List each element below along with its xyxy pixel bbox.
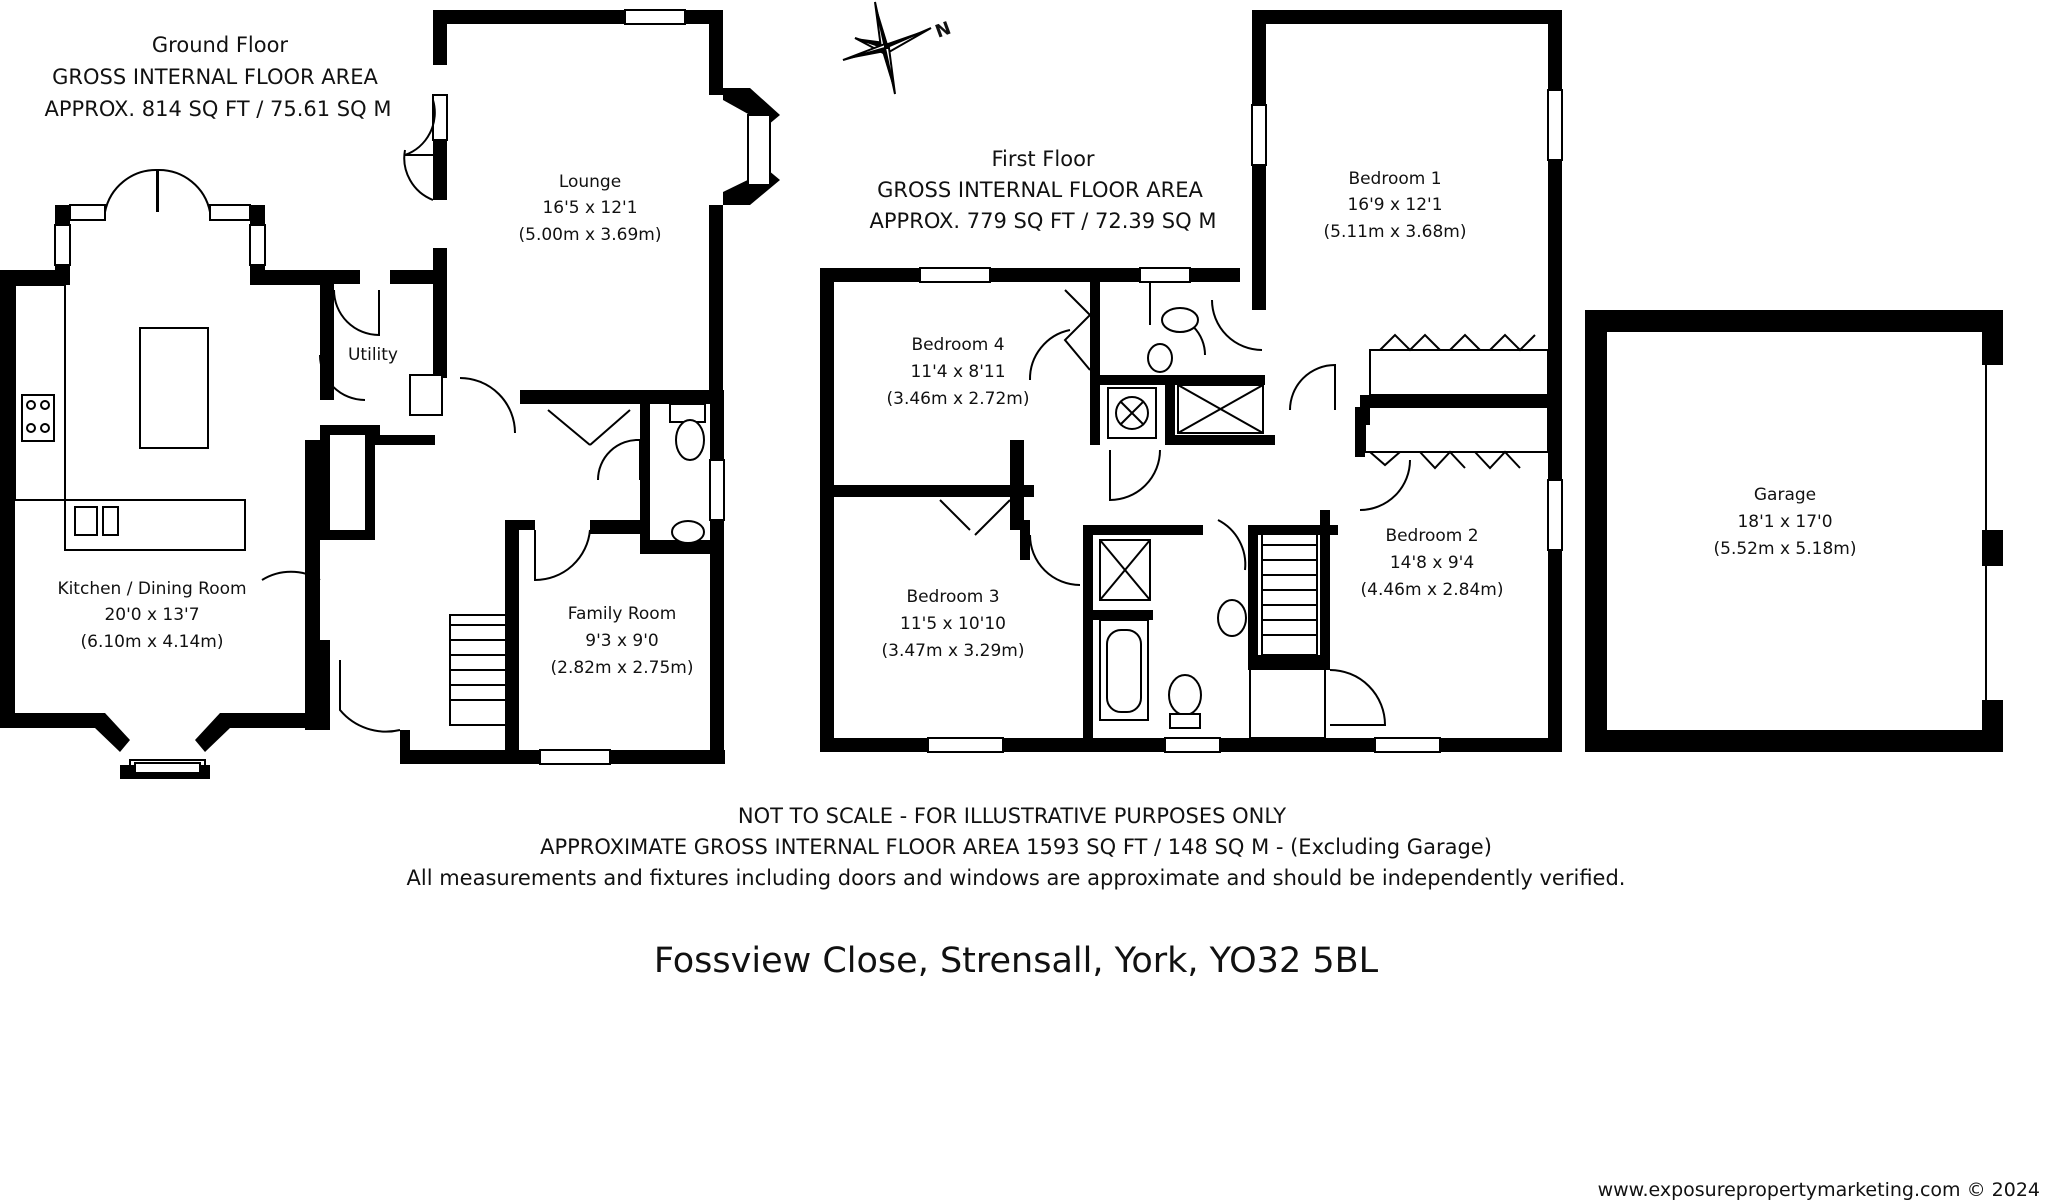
bedroom-4-metric: (3.46m x 2.72m) [887,389,1030,409]
bedroom-4-name: Bedroom 4 [911,335,1004,355]
ground-floor-area: APPROX. 814 SQ FT / 75.61 SQ M [45,97,392,121]
compass-rose-icon [842,1,932,95]
first-floor-area: APPROX. 779 SQ FT / 72.39 SQ M [870,209,1217,233]
bedroom-3-imperial: 11'5 x 10'10 [900,614,1006,634]
garage-name: Garage [1754,485,1816,505]
first-floor-title: First Floor [991,147,1094,171]
bedroom-1-name: Bedroom 1 [1348,169,1441,189]
lounge-imperial: 16'5 x 12'1 [542,198,637,218]
property-address: Fossview Close, Strensall, York, YO32 5B… [654,941,1379,981]
room-labels: Ground Floor GROSS INTERNAL FLOOR AREA A… [45,33,1857,981]
bedroom-3-name: Bedroom 3 [906,587,999,607]
bedroom-4-imperial: 11'4 x 8'11 [910,362,1005,382]
garage-plan [1585,310,2003,752]
utility-name: Utility [348,345,398,365]
family-room-metric: (2.82m x 2.75m) [551,658,694,678]
bedroom-2-name: Bedroom 2 [1385,526,1478,546]
garage-imperial: 18'1 x 17'0 [1737,512,1832,532]
first-floor-plan [820,10,1563,753]
ground-floor-title: Ground Floor [152,33,289,57]
kitchen-imperial: 20'0 x 13'7 [104,605,199,625]
ground-floor-plan [0,9,780,779]
compass-north-letter: N [933,18,954,43]
bedroom-1-imperial: 16'9 x 12'1 [1347,195,1442,215]
kitchen-name: Kitchen / Dining Room [57,579,246,599]
first-floor-area-heading: GROSS INTERNAL FLOOR AREA [877,178,1203,202]
note-not-to-scale: NOT TO SCALE - FOR ILLUSTRATIVE PURPOSES… [738,804,1286,828]
bedroom-3-metric: (3.47m x 3.29m) [882,641,1025,661]
ground-floor-area-heading: GROSS INTERNAL FLOOR AREA [52,65,378,89]
copyright-notice: www.exposurepropertymarketing.com © 2024 [1598,1179,2040,1201]
bedroom-2-imperial: 14'8 x 9'4 [1390,553,1474,573]
lounge-name: Lounge [559,172,621,192]
garage-metric: (5.52m x 5.18m) [1714,539,1857,559]
family-room-name: Family Room [568,604,677,624]
bedroom-1-metric: (5.11m x 3.68m) [1324,222,1467,242]
bedroom-2-metric: (4.46m x 2.84m) [1361,580,1504,600]
lounge-metric: (5.00m x 3.69m) [519,225,662,245]
family-room-imperial: 9'3 x 9'0 [585,631,658,651]
kitchen-metric: (6.10m x 4.14m) [81,632,224,652]
note-disclaimer: All measurements and fixtures including … [407,866,1626,890]
note-total-area: APPROXIMATE GROSS INTERNAL FLOOR AREA 15… [540,835,1492,859]
